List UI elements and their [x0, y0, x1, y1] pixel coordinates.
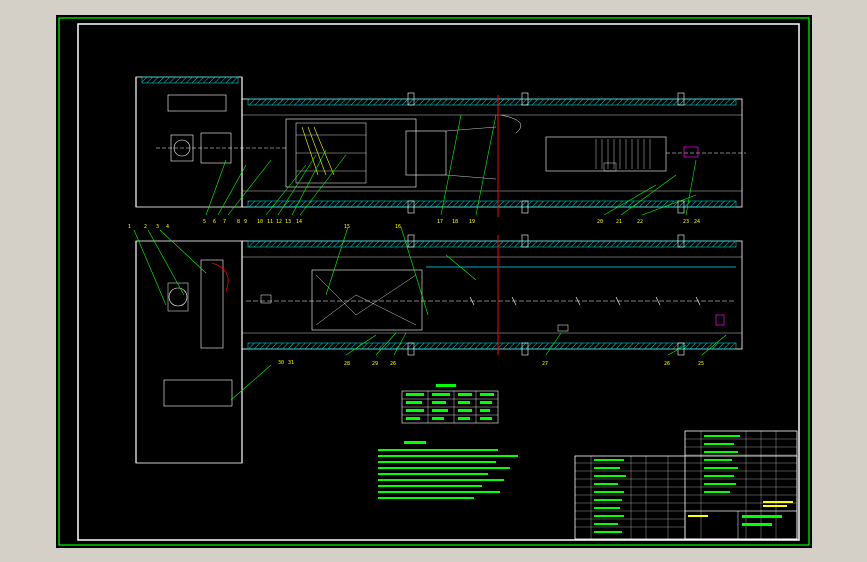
- callout: 22: [637, 219, 643, 225]
- callout: 13: [285, 219, 291, 225]
- callout: 8: [237, 219, 240, 225]
- callout: 27: [542, 361, 548, 367]
- callout: 3: [156, 224, 159, 230]
- callout: 18: [452, 219, 458, 225]
- callout: 1: [128, 224, 131, 230]
- cad-drawing: 5 6 7 8 9 10 11 12 13 14 17 18 19 20 21 …: [58, 17, 810, 546]
- callout: 23: [683, 219, 689, 225]
- outer-border: [58, 17, 810, 546]
- inner-frame: [77, 23, 800, 541]
- callout: 11: [267, 219, 273, 225]
- title-block: [574, 430, 798, 540]
- callout: 29: [372, 361, 378, 367]
- leader-lines: [133, 114, 727, 401]
- callout: 9: [244, 219, 247, 225]
- lower-assembly: [135, 234, 743, 464]
- callout: 28: [344, 361, 350, 367]
- callout: 12: [276, 219, 282, 225]
- callout: 20: [597, 219, 603, 225]
- callout: 17: [437, 219, 443, 225]
- callout: 30: [278, 360, 284, 366]
- callout: 14: [296, 219, 302, 225]
- callout: 19: [469, 219, 475, 225]
- callout: 5: [203, 219, 206, 225]
- callout: 16: [395, 224, 401, 230]
- callout: 24: [694, 219, 700, 225]
- callouts-lower: 1 2 3 4 15 16 28 29 26 27 26 25 30 31: [128, 224, 704, 367]
- callout: 6: [213, 219, 216, 225]
- callout: 10: [257, 219, 263, 225]
- callouts-upper: 5 6 7 8 9 10 11 12 13 14 17 18 19 20 21 …: [203, 219, 700, 225]
- callout: 26: [390, 361, 396, 367]
- callout: 21: [616, 219, 622, 225]
- callout: 25: [698, 361, 704, 367]
- technical-notes: [378, 441, 518, 499]
- callout: 7: [223, 219, 226, 225]
- callout: 4: [166, 224, 169, 230]
- drawing-sheet: 5 6 7 8 9 10 11 12 13 14 17 18 19 20 21 …: [56, 15, 812, 548]
- callout: 2: [144, 224, 147, 230]
- callout: 31: [288, 360, 294, 366]
- callout: 15: [344, 224, 350, 230]
- callout: 26: [664, 361, 670, 367]
- upper-assembly: [135, 76, 746, 217]
- parameters-table: [401, 384, 499, 424]
